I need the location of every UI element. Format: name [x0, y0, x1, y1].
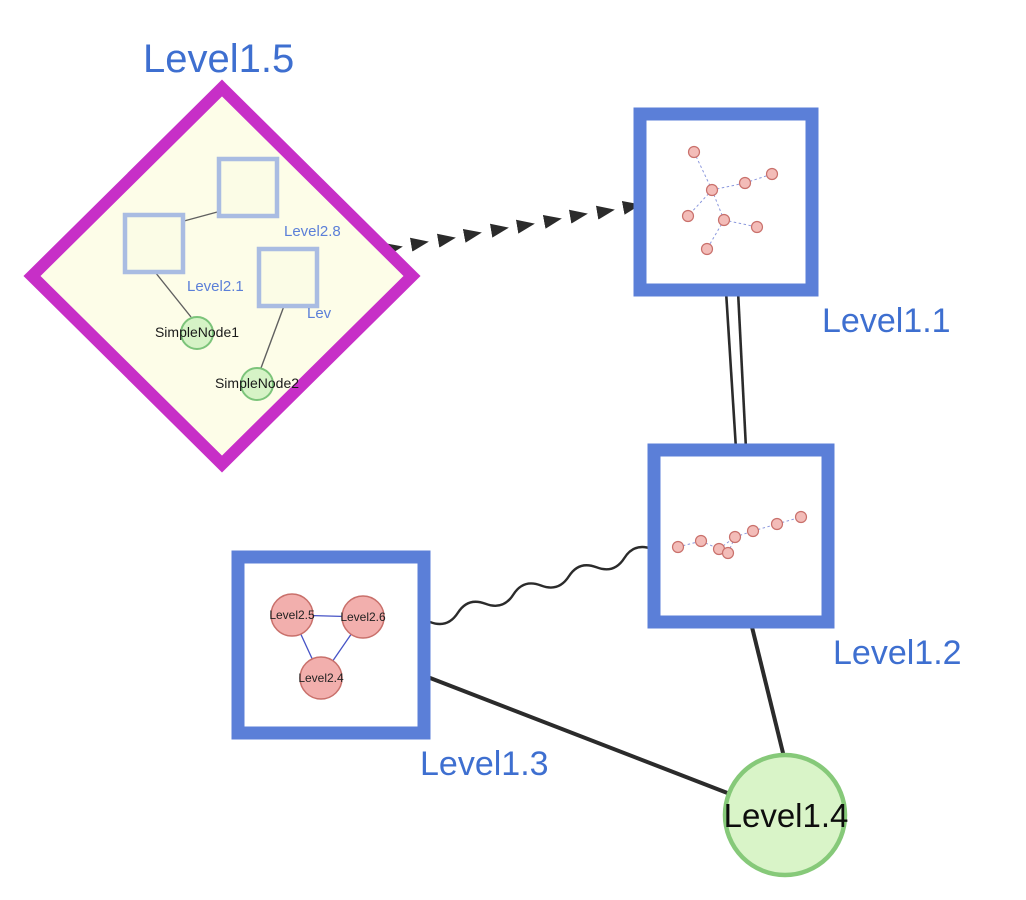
edge-level11-level12-b[interactable] — [736, 290, 748, 450]
subnode-level2-4[interactable] — [299, 656, 343, 700]
top-level-edges — [383, 201, 786, 796]
level1-5-diamond-shape[interactable] — [23, 79, 421, 473]
mini-node[interactable] — [770, 517, 784, 531]
edge-level15-level11[interactable] — [383, 201, 641, 257]
mini-node[interactable] — [721, 546, 735, 560]
edge-level11-level12-a[interactable] — [724, 290, 738, 450]
node-label-level1-1: Level1.1 — [822, 302, 951, 340]
node-level1-4: Level1.4 — [722, 752, 849, 878]
subnode-level2-4-label: Level2.4 — [298, 671, 344, 685]
mini-node[interactable] — [738, 176, 752, 190]
simple-node2-circle[interactable] — [240, 367, 274, 401]
edge-level12-level13[interactable] — [429, 545, 653, 626]
subnode-level2-5-label: Level2.5 — [269, 608, 315, 622]
inner-square-lev[interactable] — [256, 246, 320, 309]
node-level1-1 — [633, 107, 819, 297]
inner-edge-left-simplenode1 — [154, 271, 192, 318]
subnode-level2-5[interactable] — [270, 593, 314, 637]
simple-node1-label: SimpleNode1 — [155, 324, 239, 340]
edge-level12-level14[interactable] — [749, 622, 786, 758]
simple-node2-label: SimpleNode2 — [215, 375, 299, 391]
subnode-level2-6[interactable] — [341, 595, 385, 639]
level1-2-subgraph — [671, 510, 808, 560]
mini-edge — [693, 151, 713, 191]
node-label-level1-5: Level1.5 — [143, 37, 294, 81]
mini-node[interactable] — [750, 220, 764, 234]
inner-edge-right-simplenode2 — [260, 305, 285, 369]
mini-node[interactable] — [681, 209, 695, 223]
inner-square-lev-label: Lev — [307, 305, 332, 322]
mini-node[interactable] — [705, 183, 719, 197]
mini-node[interactable] — [694, 534, 708, 548]
mini-edge — [677, 540, 702, 548]
inner-edge-top-left — [183, 210, 222, 222]
mini-node[interactable] — [794, 510, 808, 524]
level1-3-subgraph: Level2.5 Level2.6 Level2.4 — [269, 593, 386, 700]
node-level1-2 — [647, 443, 835, 629]
node-label-level1-4: Level1.4 — [724, 797, 849, 834]
inner-square-level2-8[interactable] — [216, 156, 280, 219]
level1-3-rect[interactable] — [231, 550, 431, 740]
simple-node1-circle[interactable] — [180, 316, 214, 350]
inner-square-level2-1[interactable] — [122, 212, 186, 275]
mini-node[interactable] — [700, 242, 714, 256]
mini-node[interactable] — [687, 145, 701, 159]
node-level1-3: Level2.5 Level2.6 Level2.4 — [231, 550, 431, 740]
mini-node[interactable] — [717, 213, 731, 227]
subnode-level2-6-label: Level2.6 — [340, 610, 386, 624]
inner-square-level2-1-label: Level2.1 — [187, 278, 244, 295]
level1-1-rect[interactable] — [633, 107, 819, 297]
level1-1-subgraph — [681, 145, 779, 256]
inner-square-level2-8-label: Level2.8 — [284, 223, 341, 240]
node-label-level1-3: Level1.3 — [420, 745, 549, 783]
node-level1-5: Level2.8 Level2.1 Lev SimpleNode1 Simple… — [23, 79, 421, 473]
node-label-level1-2: Level1.2 — [833, 634, 962, 672]
mini-node[interactable] — [671, 540, 685, 554]
mini-node[interactable] — [765, 167, 779, 181]
mini-node[interactable] — [746, 524, 760, 538]
mini-node[interactable] — [728, 530, 742, 544]
level1-4-circle[interactable] — [722, 752, 848, 878]
edge-level13-level14[interactable] — [424, 674, 731, 796]
